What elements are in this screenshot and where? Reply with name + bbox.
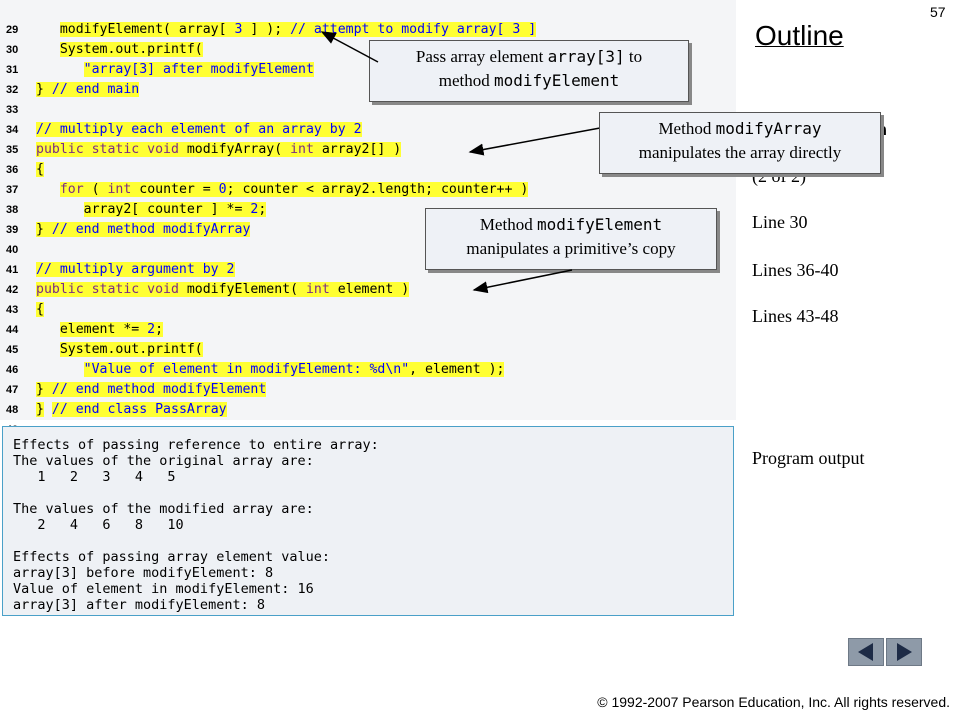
part-indicator: (2 of 2): [752, 166, 806, 186]
code-line-39: 39 array2[ counter ] *= 2;: [6, 202, 267, 236]
code-line-43: 43 public static void modifyElement( int…: [6, 282, 410, 316]
outline-title: Outline: [755, 20, 844, 51]
previous-slide-button[interactable]: [848, 638, 884, 666]
callout-modify-element: Method modifyElement manipulates a primi…: [425, 208, 717, 270]
code-text: System.out.printf(: [59, 42, 203, 57]
code-text: // multiply argument by 2: [36, 262, 235, 277]
code-line-37: 37 {: [6, 162, 44, 196]
code-text: } // end class PassArray: [36, 402, 227, 417]
code-line-29: 29: [6, 24, 19, 36]
code-text: System.out.printf(: [59, 342, 203, 357]
callout-pass-element: Pass array element array[3] to method mo…: [369, 40, 689, 102]
side-note-line-30: Line 30: [752, 212, 808, 232]
code-text: "array[3] after modifyElement: [83, 62, 314, 77]
output-line: 1 2 3 4 5: [13, 469, 176, 485]
side-note-lines-36-40: Lines 36-40: [752, 260, 839, 280]
code-text: {: [36, 162, 44, 177]
code-line-33: 33 } // end main: [6, 82, 140, 116]
output-line: Effects of passing reference to entire a…: [13, 437, 379, 453]
output-line: The values of the modified array are:: [13, 501, 314, 517]
code-line-42: 42 // multiply argument by 2: [6, 262, 235, 296]
code-line-34: 34: [6, 124, 19, 136]
output-line: array[3] after modifyElement: 8: [13, 597, 265, 613]
code-text: "Value of element in modifyElement: %d\n…: [83, 362, 505, 377]
code-line-38: 38 for ( int counter = 0; counter < arra…: [6, 182, 529, 216]
code-line-30: 30 modifyElement( array[ 3 ] ); // attem…: [6, 22, 537, 56]
page-number: 57: [930, 4, 946, 20]
code-line-45: 45 element *= 2;: [6, 322, 164, 356]
code-text: } // end method modifyElement: [36, 382, 267, 397]
code-text: } // end main: [36, 82, 140, 97]
code-text: public static void modifyArray( int arra…: [36, 142, 402, 157]
code-line-31: 31 System.out.printf(: [6, 42, 203, 76]
code-text: modifyElement( array[ 3 ] ); // attempt …: [59, 22, 537, 37]
output-line: 2 4 6 8 10: [13, 517, 184, 533]
code-text: public static void modifyElement( int el…: [36, 282, 410, 297]
output-line: Value of element in modifyElement: 16: [13, 581, 314, 597]
code-line-40: 40 } // end method modifyArray: [6, 222, 251, 256]
callout-modify-array: Method modifyArray manipulates the array…: [599, 112, 881, 174]
code-text: {: [36, 302, 44, 317]
code-line-36: 36 public static void modifyArray( int a…: [6, 142, 402, 176]
copyright-footer: © 1992-2007 Pearson Education, Inc. All …: [597, 694, 950, 710]
output-line: The values of the original array are:: [13, 453, 314, 469]
code-line-44: 44 {: [6, 302, 44, 336]
code-line-47: 47 "Value of element in modifyElement: %…: [6, 362, 505, 396]
side-note-lines-43-48: Lines 43-48: [752, 306, 839, 326]
code-line-49: 49 } // end class PassArray: [0, 400, 227, 436]
code-text: for ( int counter = 0; counter < array2.…: [59, 182, 529, 197]
output-line: Effects of passing array element value:: [13, 549, 330, 565]
code-text: element *= 2;: [59, 322, 164, 337]
code-text: } // end method modifyArray: [36, 222, 251, 237]
code-text: array2[ counter ] *= 2;: [83, 202, 267, 217]
code-line-46: 46 System.out.printf(: [6, 342, 203, 376]
next-slide-button[interactable]: [886, 638, 922, 666]
code-line-48: 48 } // end method modifyElement: [6, 382, 267, 416]
code-line-35: 35 // multiply each element of an array …: [6, 122, 362, 156]
output-line: array[3] before modifyElement: 8: [13, 565, 274, 581]
code-line-41: 41: [6, 264, 19, 276]
triangle-left-icon: [858, 643, 873, 661]
side-note-program-output: Program output: [752, 448, 865, 468]
program-output-panel: Effects of passing reference to entire a…: [2, 426, 734, 616]
code-text: // multiply each element of an array by …: [36, 122, 362, 137]
code-line-32: 32 "array[3] after modifyElement: [6, 62, 314, 96]
triangle-right-icon: [897, 643, 912, 661]
